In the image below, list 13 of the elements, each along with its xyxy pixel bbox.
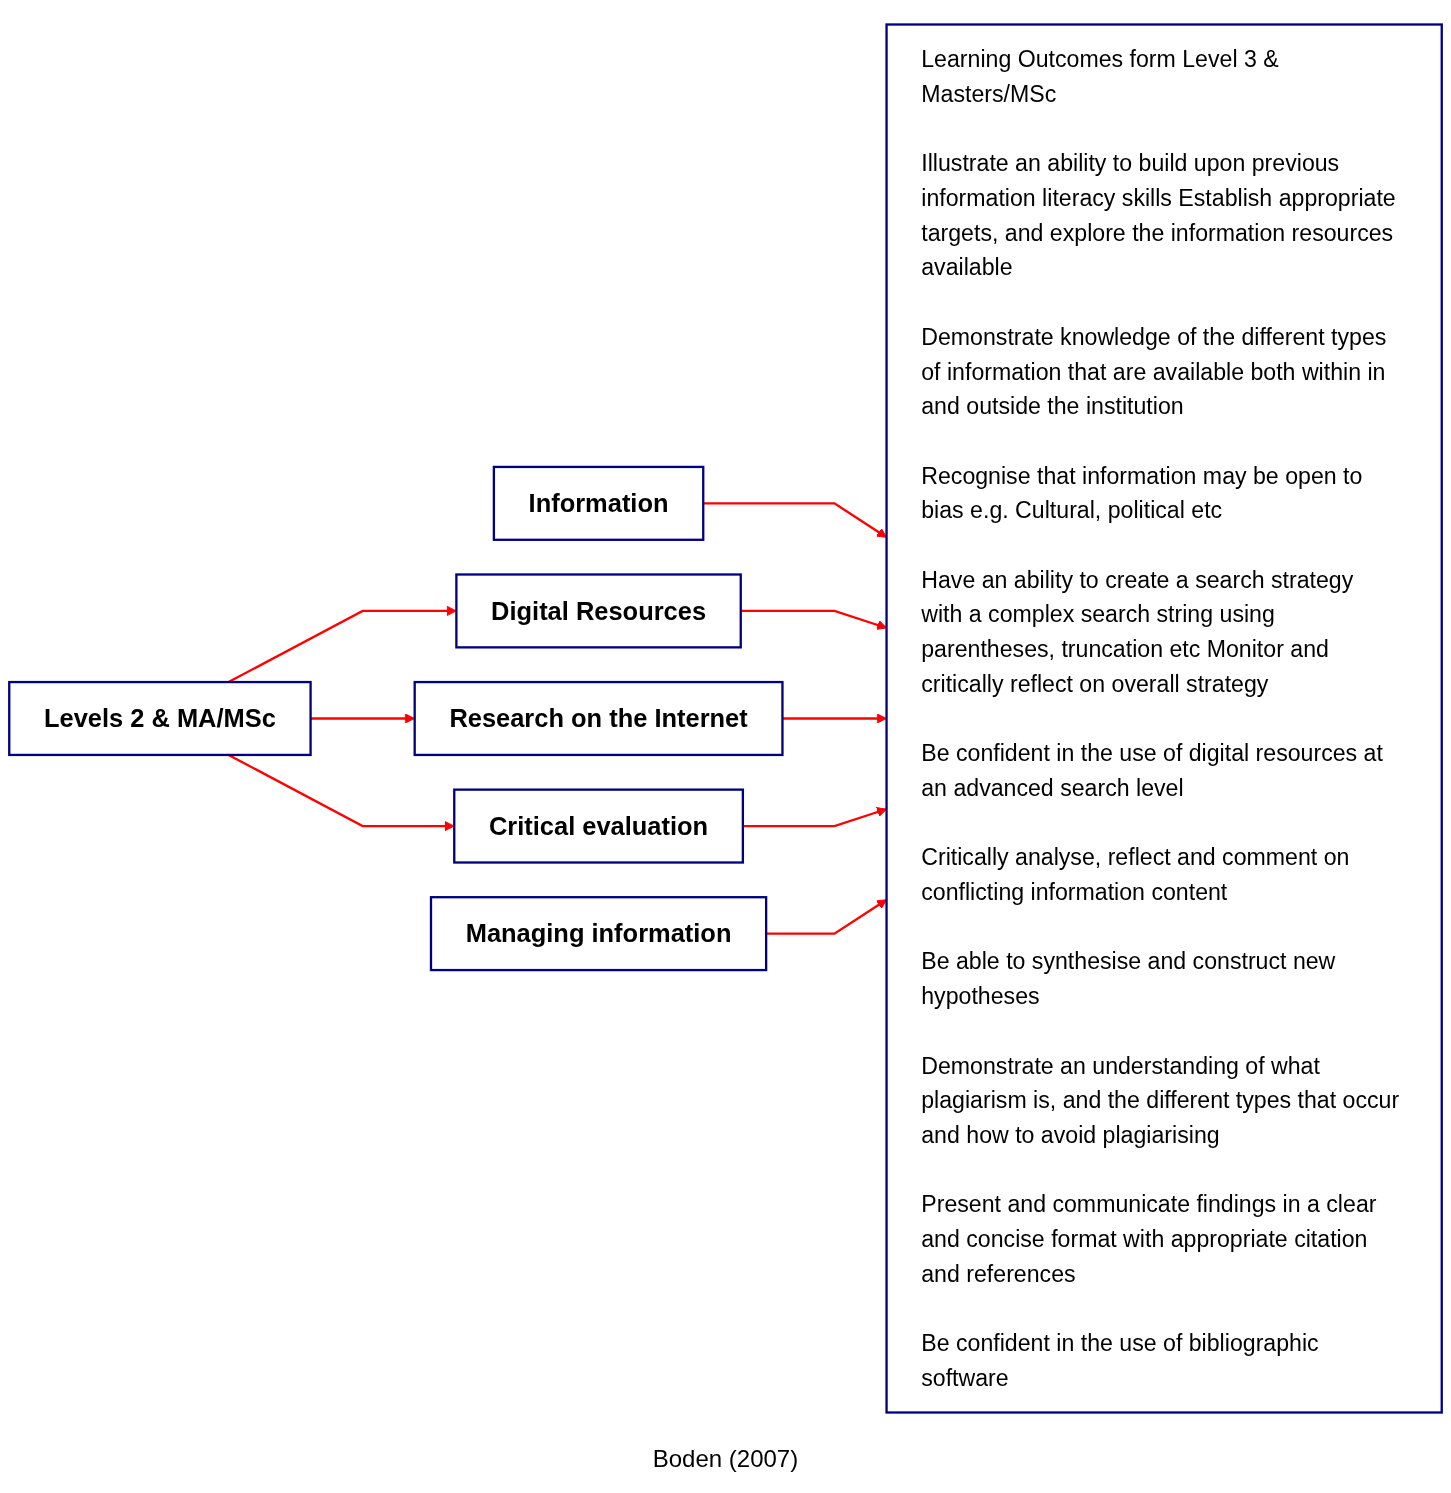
- node-box: Research on the Internet: [413, 680, 784, 757]
- node-box: Learning Outcomes form Level 3 & Masters/MSc Illustrate an ability to build upon previous information literacy skills Establish appropriate targets, and explore the information resources available Demonstrate knowledge of the different types of information that are available both within in and outside the institution Recognise that information may be open to bias e.g. Cultural, political etc Have an ability to create a search strategy with a complex search string using parentheses, truncation etc Monitor and critically reflect on overall strategy Be confident in the use of digital resources at an advanced search level Critically analyse, reflect and comment on conflicting information content Be able to synthesise and construct new hypotheses Demonstrate an understanding of what plagiarism is, and the different types that occur and how to avoid plagiarising Present and communicate findings in a clear and concise format with appropriate citation and references Be confident in the use of bibliographic software: [885, 23, 1443, 1414]
- arrow: [782, 713, 887, 724]
- arrow: [766, 899, 887, 935]
- caption: Boden (2007): [652, 1445, 799, 1473]
- node-box: Critical evaluation: [453, 788, 745, 864]
- arrow: [740, 609, 887, 630]
- node-box: Levels 2 & MA/MSc: [8, 680, 312, 757]
- node-box: Digital Resources: [455, 573, 742, 649]
- node-box: Information: [492, 465, 705, 541]
- arrow: [703, 502, 887, 538]
- node-box: Managing information: [429, 896, 768, 972]
- arrow: [742, 807, 887, 828]
